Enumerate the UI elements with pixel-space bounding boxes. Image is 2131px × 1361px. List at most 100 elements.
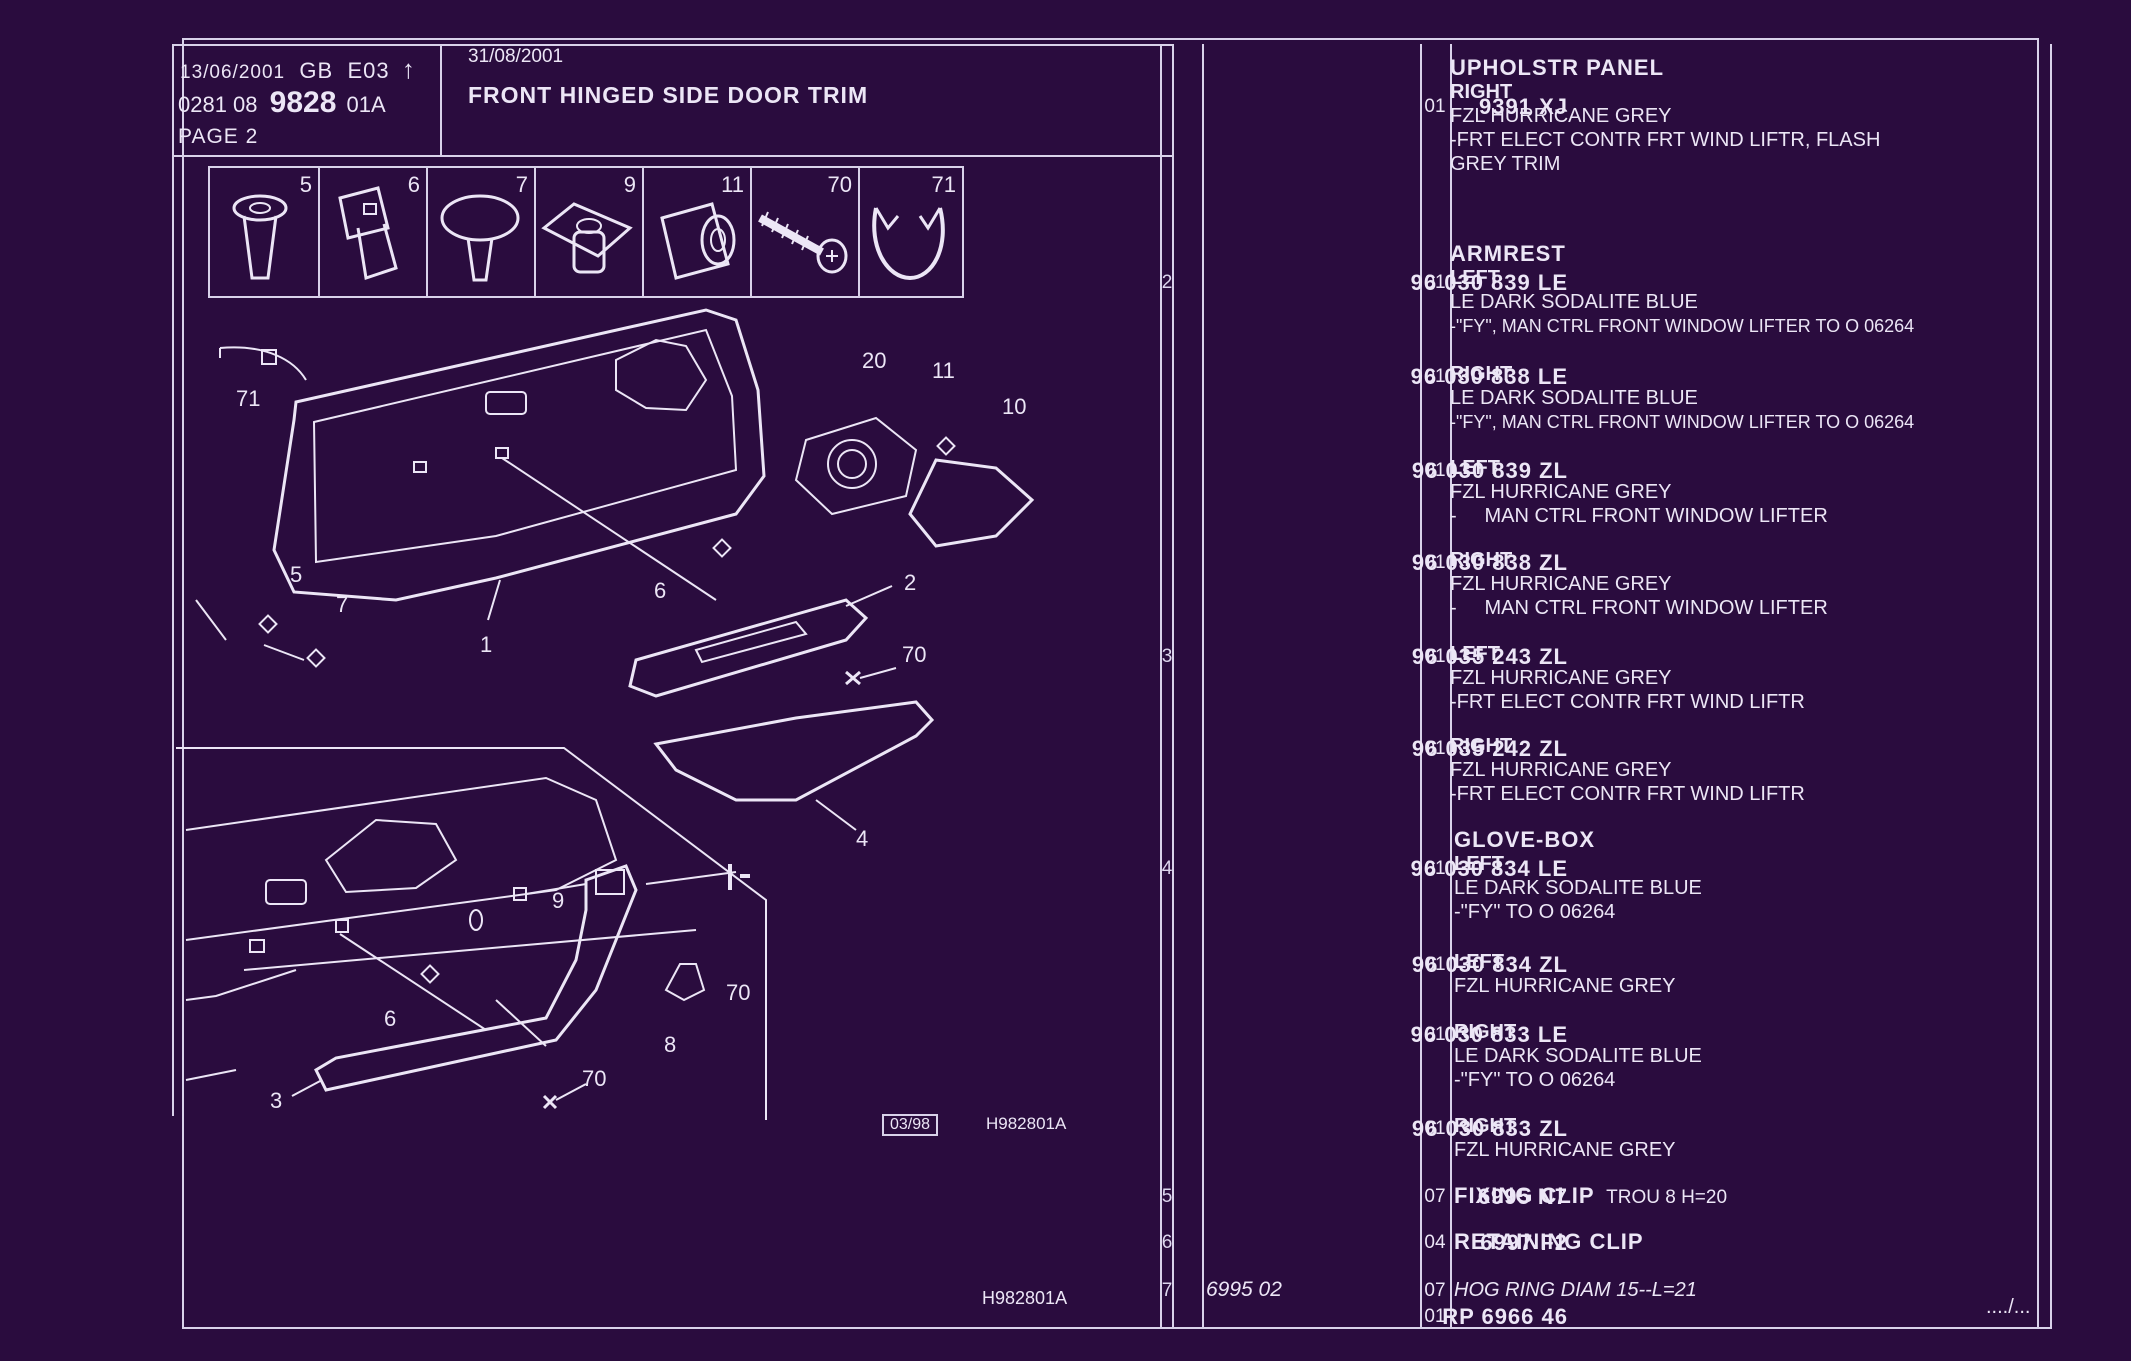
part-number: 9391 XJ [1479, 94, 1568, 119]
quantity: 01 [1424, 460, 1446, 481]
part-number: 96 030 838 ZL [1411, 550, 1568, 575]
description-line: LE DARK SODALITE BLUE [1454, 877, 1702, 899]
fastener-item: 70 [750, 168, 860, 296]
description-line: -FRT ELECT CONTR FRT WIND LIFTR [1450, 691, 1805, 713]
fastener-number: 9 [623, 172, 636, 197]
item-name: RETAINING CLIP [1454, 1229, 1644, 1254]
item-spec: TROU 8 H=20 [1606, 1187, 1728, 1208]
fastener-item: 71 [858, 168, 962, 296]
description-line: - MAN CTRL FRONT WINDOW LIFTER [1450, 597, 1828, 619]
quantity: 04 [1424, 1232, 1446, 1253]
callout: 11 [932, 358, 955, 383]
quantity: 07 [1424, 1186, 1446, 1207]
quantity: 01 [1424, 646, 1446, 667]
description-line: FZL HURRICANE GREY [1454, 975, 1676, 997]
reference-number: 6 [1161, 1232, 1173, 1253]
quantity: 07 [1424, 1280, 1446, 1301]
description-line: GREY TRIM [1450, 153, 1561, 175]
description-line: - MAN CTRL FRONT WINDOW LIFTER [1450, 505, 1828, 527]
side-label: LEFT [1450, 267, 1500, 289]
part-number: 96 035 243 ZL [1411, 644, 1568, 669]
description-line: -FRT ELECT CONTR FRT WIND LIFTR, FLASH [1450, 129, 1881, 151]
footer-diagram-code: H982801A [982, 1288, 1068, 1308]
page-title: FRONT HINGED SIDE DOOR TRIM [468, 82, 869, 108]
fastener-item: 9 [534, 168, 644, 296]
callout: 8 [664, 1032, 676, 1057]
group-heading: UPHOLSTR PANEL [1450, 55, 1665, 80]
group-heading: ARMREST [1450, 241, 1566, 266]
language-code: GB [299, 58, 334, 83]
side-label: LEFT [1454, 951, 1504, 973]
screw-icon [758, 211, 848, 274]
part-number: 96 030 839 LE [1410, 270, 1568, 295]
description-line: FZL HURRICANE GREY [1454, 1139, 1676, 1161]
callout: 3 [270, 1088, 282, 1113]
part-number: 96 030 838 LE [1410, 364, 1568, 389]
part-number: 6997 F2 [1480, 1230, 1568, 1255]
part-number: 96 030 834 LE [1410, 856, 1568, 881]
mushroom-clip-icon [440, 194, 520, 282]
side-label: RIGHT [1450, 735, 1513, 757]
description-line: FZL HURRICANE GREY [1450, 573, 1672, 595]
fastener-number: 5 [299, 172, 312, 197]
description-line: FZL HURRICANE GREY [1450, 481, 1672, 503]
side-label: RIGHT [1454, 1021, 1517, 1043]
quantity: 01 [1424, 858, 1446, 879]
description-line: FZL HURRICANE GREY [1450, 667, 1672, 689]
side-label: LEFT [1450, 457, 1500, 479]
side-label: RIGHT [1450, 81, 1513, 103]
fastener-item: 11 [642, 168, 752, 296]
quantity: 01 [1424, 1306, 1446, 1327]
item-name: HOG RING DIAM 15--L=21 [1454, 1279, 1697, 1301]
quantity: 01 [1424, 1118, 1446, 1139]
exploded-diagram: 71 20 11 10 5 7 1 6 2 70 4 9 70 6 8 3 70 [176, 308, 1035, 1120]
diagram-code: H982801A [986, 1114, 1067, 1133]
quantity: 01 [1424, 1024, 1446, 1045]
fastener-number: 6 [407, 172, 420, 197]
up-arrow-icon: ↑ [401, 54, 416, 84]
clip-bracket-icon [338, 186, 398, 280]
hog-ring-icon [872, 207, 945, 281]
description-line: -FRT ELECT CONTR FRT WIND LIFTR [1450, 783, 1805, 805]
revision-date: 31/08/2001 [468, 46, 564, 67]
reference-number: 7 [1161, 1280, 1173, 1301]
continuation-mark: ..../... [1986, 1296, 2031, 1318]
fastener-item: 7 [426, 168, 536, 296]
description-line: -"FY", MAN CTRL FRONT WINDOW LIFTER TO O… [1450, 316, 1915, 336]
fastener-number: 7 [515, 172, 528, 197]
group-number: 9828 [269, 86, 337, 119]
reference-number: 4 [1161, 858, 1173, 879]
side-label: RIGHT [1450, 549, 1513, 571]
side-label: RIGHT [1450, 363, 1513, 385]
callout: 5 [290, 562, 302, 587]
reference-number: 5 [1161, 1186, 1173, 1207]
quantity: 01 [1424, 954, 1446, 975]
description-line: LE DARK SODALITE BLUE [1450, 291, 1698, 313]
description-line: FZL HURRICANE GREY [1450, 105, 1672, 127]
fastener-number: 71 [931, 172, 956, 197]
callout: 20 [862, 348, 886, 373]
description-line: -"FY" TO O 06264 [1454, 1069, 1616, 1091]
side-label: RIGHT [1454, 1115, 1517, 1137]
quantity: 01 [1424, 272, 1446, 293]
part-number: 96 030 839 ZL [1411, 458, 1568, 483]
quantity: 01 [1424, 366, 1446, 387]
quantity: 01 [1424, 738, 1446, 759]
date-stamp: 03/98 [882, 1114, 939, 1136]
callout: 70 [902, 642, 926, 667]
callout: 4 [856, 826, 868, 851]
print-date: 13/06/2001 [180, 62, 286, 83]
part-number: 96 030 833 LE [1410, 1022, 1568, 1047]
quantity: 01 [1424, 552, 1446, 573]
edition-code: E03 [347, 58, 390, 83]
grommet-icon [660, 202, 736, 280]
callout: 2 [904, 570, 916, 595]
part-number: 96 030 834 ZL [1411, 952, 1568, 977]
callout: 6 [384, 1006, 396, 1031]
side-label: LEFT [1454, 853, 1504, 875]
description-line: -"FY", MAN CTRL FRONT WINDOW LIFTER TO O… [1450, 412, 1915, 432]
description-line: LE DARK SODALITE BLUE [1450, 387, 1698, 409]
callout: 70 [582, 1066, 606, 1091]
page-number: PAGE 2 [178, 125, 259, 148]
callout: 70 [726, 980, 750, 1005]
